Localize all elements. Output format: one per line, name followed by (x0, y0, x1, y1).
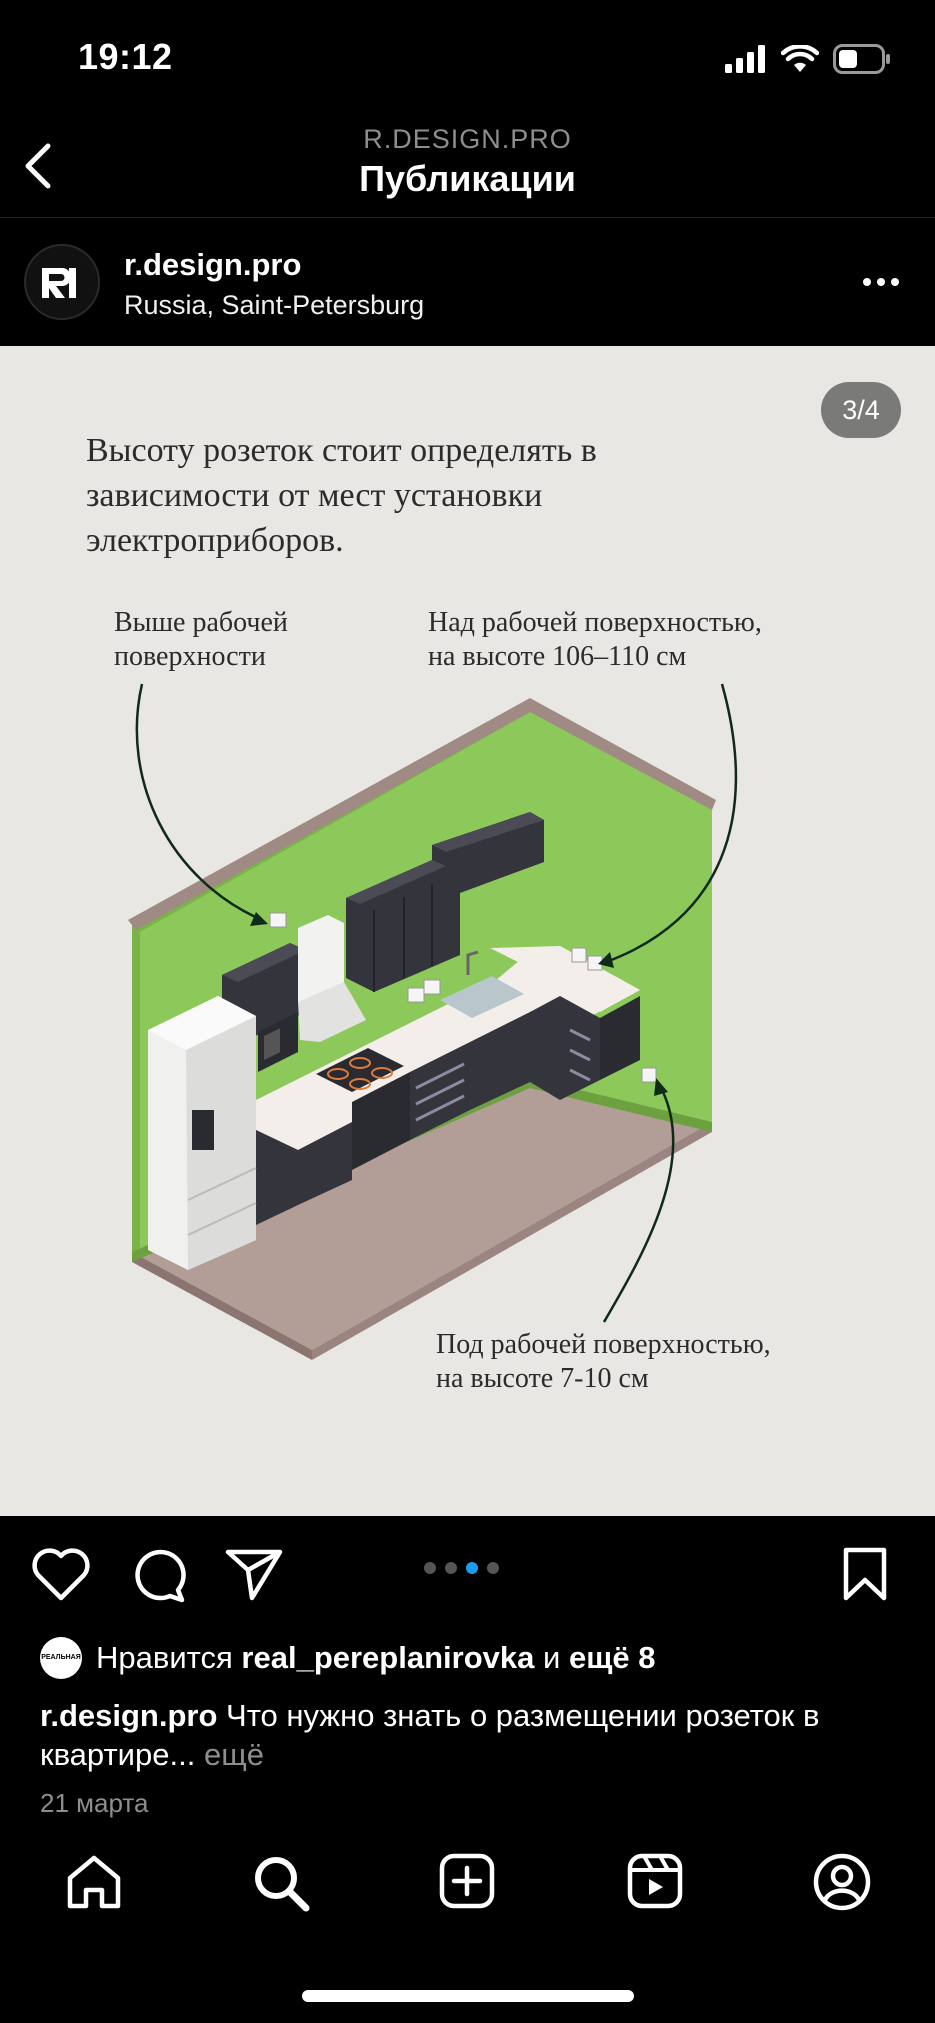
caption-more-link[interactable]: ещё (203, 1737, 264, 1772)
bookmark-icon[interactable] (842, 1546, 888, 1602)
more-options-icon[interactable] (857, 262, 905, 302)
label-above-right-line1: Над рабочей поверхностью, (428, 607, 762, 638)
carousel-dot-active (466, 1562, 478, 1574)
kitchen-illustration (128, 683, 738, 1360)
likes-others[interactable]: ещё 8 (568, 1640, 656, 1675)
label-above-left-line1: Выше рабочей (114, 607, 288, 638)
post-image[interactable]: Высоту розеток стоит определять в зависи… (0, 346, 935, 1516)
carousel-counter: 3/4 (821, 382, 901, 438)
search-icon[interactable] (250, 1852, 312, 1914)
back-chevron-icon[interactable] (18, 138, 58, 194)
label-below-line2: на высоте 7-10 см (436, 1363, 649, 1394)
likes-text: Нравится real_pereplanirovka и ещё 8 (96, 1640, 655, 1676)
reels-icon[interactable] (626, 1852, 684, 1910)
post-location[interactable]: Russia, Saint-Petersburg (124, 290, 425, 320)
likes-prefix: Нравится (96, 1640, 233, 1675)
status-icons (725, 42, 891, 76)
battery-icon (833, 44, 890, 74)
signal-icon (725, 45, 765, 73)
label-above-right-line2: на высоте 106–110 см (428, 641, 687, 672)
post-date: 21 марта (40, 1788, 149, 1818)
status-time: 19:12 (78, 36, 173, 77)
carousel-dot (424, 1562, 436, 1574)
wifi-icon (781, 45, 819, 72)
nav-subtitle: R.DESIGN.PRO (363, 124, 572, 154)
label-above-left-line2: поверхности (114, 641, 266, 672)
label-above-left: Выше рабочей поверхности (114, 606, 288, 674)
label-below: Под рабочей поверхностью, на высоте 7-10… (436, 1328, 771, 1396)
liker-username[interactable]: real_pereplanirovka (241, 1640, 535, 1675)
likes-row[interactable]: РЕАЛЬНАЯ Нравится real_pereplanirovka и … (40, 1637, 655, 1679)
heart-icon[interactable] (30, 1546, 92, 1602)
post-caption: r.design.pro Что нужно знать о размещени… (40, 1696, 910, 1774)
divider (0, 217, 935, 218)
share-icon[interactable] (224, 1546, 284, 1602)
home-indicator (302, 1990, 634, 2002)
label-below-line1: Под рабочей поверхностью, (436, 1329, 771, 1360)
caption-text: Что нужно знать о размещении розеток в к… (40, 1698, 820, 1772)
carousel-dot (487, 1562, 499, 1574)
caption-username[interactable]: r.design.pro (40, 1698, 218, 1733)
avatar[interactable] (24, 244, 100, 320)
home-icon[interactable] (64, 1852, 124, 1912)
page-title: Публикации (359, 158, 576, 199)
profile-icon[interactable] (812, 1852, 872, 1912)
carousel-dot (445, 1562, 457, 1574)
liker-avatar[interactable]: РЕАЛЬНАЯ (40, 1637, 82, 1679)
likes-and: и (543, 1640, 561, 1675)
create-icon[interactable] (438, 1852, 496, 1910)
carousel-dots (424, 1562, 499, 1574)
brand-logo-icon (42, 268, 76, 298)
label-above-right: Над рабочей поверхностью, на высоте 106–… (428, 606, 762, 674)
post-username[interactable]: r.design.pro (124, 247, 302, 282)
post-headline: Высоту розеток стоит определять в зависи… (86, 432, 597, 559)
comment-icon[interactable] (128, 1546, 188, 1604)
